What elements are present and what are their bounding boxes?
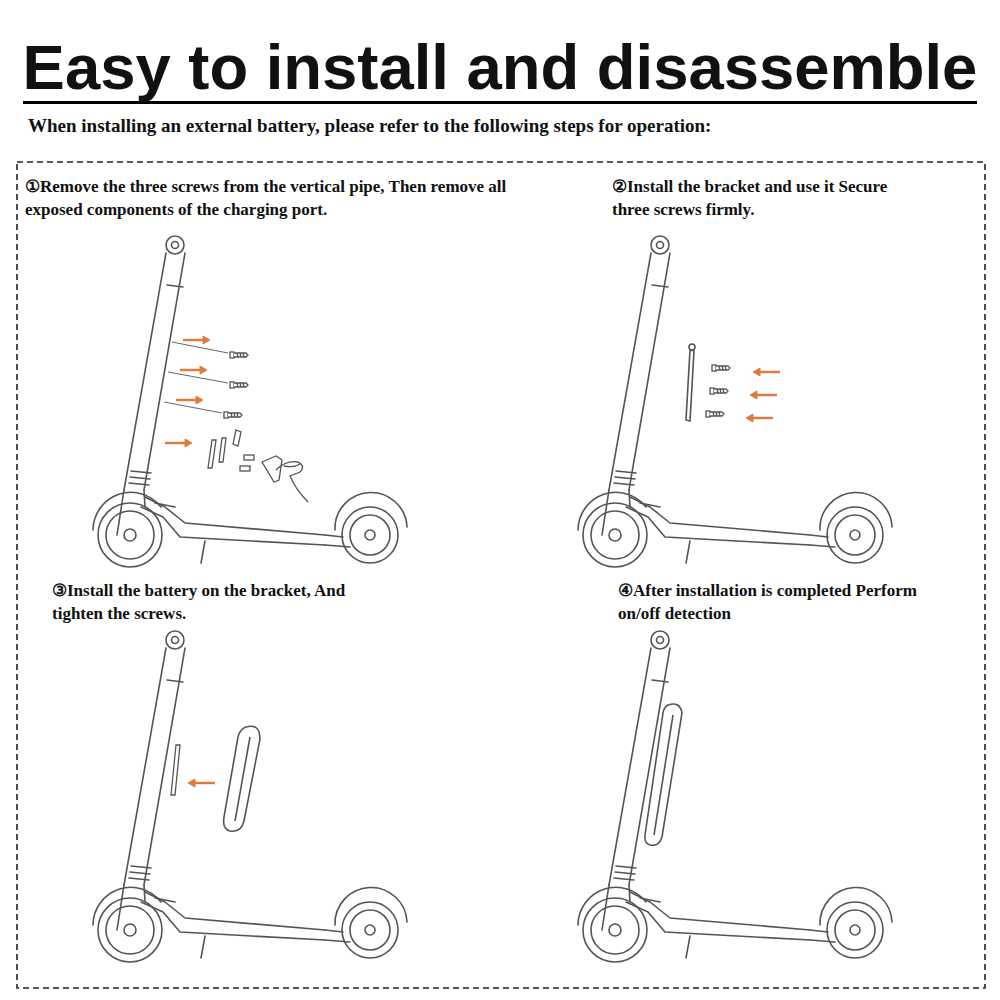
orange-arrow xyxy=(165,439,192,447)
dashed-frame xyxy=(17,162,985,988)
bracket xyxy=(171,745,180,795)
page-title: Easy to install and disassemble xyxy=(23,34,978,104)
step-text: ③Install the battery on the bracket, And… xyxy=(52,580,382,626)
battery xyxy=(224,726,260,831)
scooter-drawing xyxy=(578,631,892,962)
screw xyxy=(224,412,242,418)
screw xyxy=(230,352,248,358)
screw xyxy=(710,388,728,394)
battery xyxy=(645,704,682,845)
orange-arrow xyxy=(750,391,777,399)
screw xyxy=(706,411,724,417)
orange-arrow xyxy=(176,396,203,404)
scooter-drawing xyxy=(93,631,407,962)
step-text: ①Remove the three screws from the vertic… xyxy=(25,176,565,222)
bracket xyxy=(686,344,695,421)
screw xyxy=(230,382,248,388)
instruction-text: When installing an external battery, ple… xyxy=(28,113,968,139)
orange-arrow xyxy=(753,368,780,376)
leader-lines xyxy=(164,342,228,413)
step-text: ②Install the bracket and use it Secure t… xyxy=(612,176,912,222)
scooter-drawing xyxy=(93,236,407,567)
step-text: ④After installation is completed Perform… xyxy=(618,580,918,626)
screw xyxy=(712,365,730,371)
orange-arrow xyxy=(188,779,215,787)
orange-arrow xyxy=(746,414,773,422)
charging-port-parts xyxy=(208,430,308,502)
orange-arrow xyxy=(180,366,207,374)
scooter-drawing xyxy=(578,236,892,567)
orange-arrow xyxy=(183,336,210,344)
